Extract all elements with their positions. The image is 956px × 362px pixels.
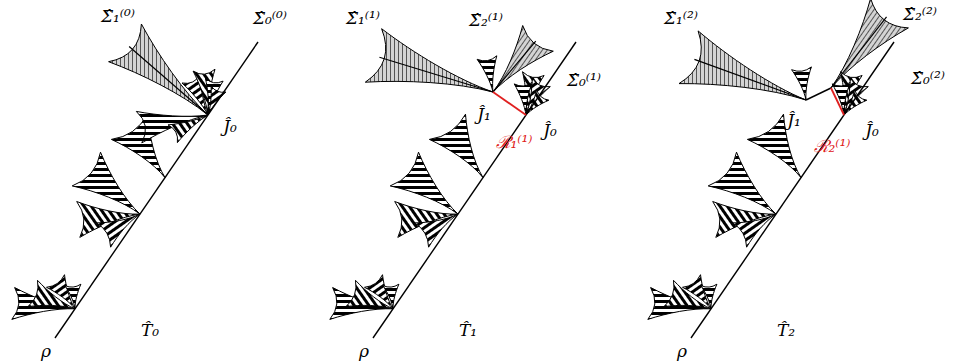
subtree-petal bbox=[109, 24, 208, 115]
math-label: Ĵ₀ bbox=[543, 121, 557, 140]
tree-lines bbox=[373, 41, 576, 338]
subtree-petal bbox=[701, 284, 717, 309]
subtree-petal bbox=[136, 111, 208, 142]
red-segment bbox=[831, 88, 844, 115]
subtree-petal bbox=[415, 214, 458, 247]
spine-line bbox=[373, 42, 576, 338]
math-label: ℛ₂⁽¹⁾ bbox=[814, 137, 851, 156]
subtree-petal bbox=[526, 90, 549, 115]
math-label: Σ̂₂⁽²⁾ bbox=[903, 5, 937, 24]
math-label: Σ̂₁⁽²⁾ bbox=[664, 9, 698, 28]
subtree-petal bbox=[792, 67, 812, 100]
subtree-petal bbox=[844, 90, 867, 115]
math-label: Σ̂₀⁽⁰⁾ bbox=[253, 9, 287, 28]
math-label: ρ bbox=[677, 341, 687, 360]
subtree-petal bbox=[383, 284, 399, 309]
subtree-petal bbox=[168, 115, 208, 143]
math-label: T̂₀ bbox=[141, 321, 159, 340]
tree-lines bbox=[55, 42, 258, 338]
tree-panel bbox=[648, 0, 909, 319]
petal-midline bbox=[379, 57, 493, 92]
math-label: ℛ₁⁽¹⁾ bbox=[496, 133, 533, 152]
math-label: Ĵ₁ bbox=[787, 111, 801, 130]
math-label: T̂₁ bbox=[459, 321, 477, 340]
math-label: Σ̂₁⁽⁰⁾ bbox=[101, 7, 135, 26]
spine-line bbox=[55, 42, 258, 338]
subtree-petal bbox=[365, 29, 493, 92]
math-label: Σ̂₁⁽¹⁾ bbox=[346, 9, 380, 28]
tree-panel bbox=[330, 26, 554, 320]
petal-midline bbox=[831, 17, 887, 88]
math-label: Σ̂₀⁽¹⁾ bbox=[567, 71, 601, 90]
math-label: ρ bbox=[359, 341, 369, 360]
petal-midline bbox=[493, 41, 536, 92]
subtree-petal bbox=[679, 31, 806, 100]
math-label: ρ bbox=[41, 341, 51, 360]
math-label: Ĵ₁ bbox=[477, 105, 491, 124]
math-label: Σ̂₂⁽¹⁾ bbox=[469, 11, 503, 30]
subtree-petal bbox=[65, 284, 81, 309]
red-segment bbox=[493, 92, 526, 115]
petal-midline bbox=[129, 46, 208, 115]
subtree-petal bbox=[493, 26, 553, 93]
math-label: Σ̂₀⁽²⁾ bbox=[911, 69, 945, 88]
tree-lines bbox=[691, 17, 894, 338]
spine-line bbox=[691, 42, 894, 338]
subtree-petal bbox=[429, 114, 483, 177]
subtree-petal bbox=[733, 214, 776, 247]
subtree-petal bbox=[477, 56, 497, 92]
tree-panel bbox=[12, 24, 226, 319]
math-label: T̂₂ bbox=[777, 321, 795, 340]
petal-midline bbox=[694, 59, 806, 100]
math-label: Ĵ₀ bbox=[223, 117, 237, 136]
branch-line bbox=[806, 88, 831, 100]
math-label: Ĵ₀ bbox=[865, 121, 879, 140]
subtree-petal bbox=[97, 214, 140, 247]
